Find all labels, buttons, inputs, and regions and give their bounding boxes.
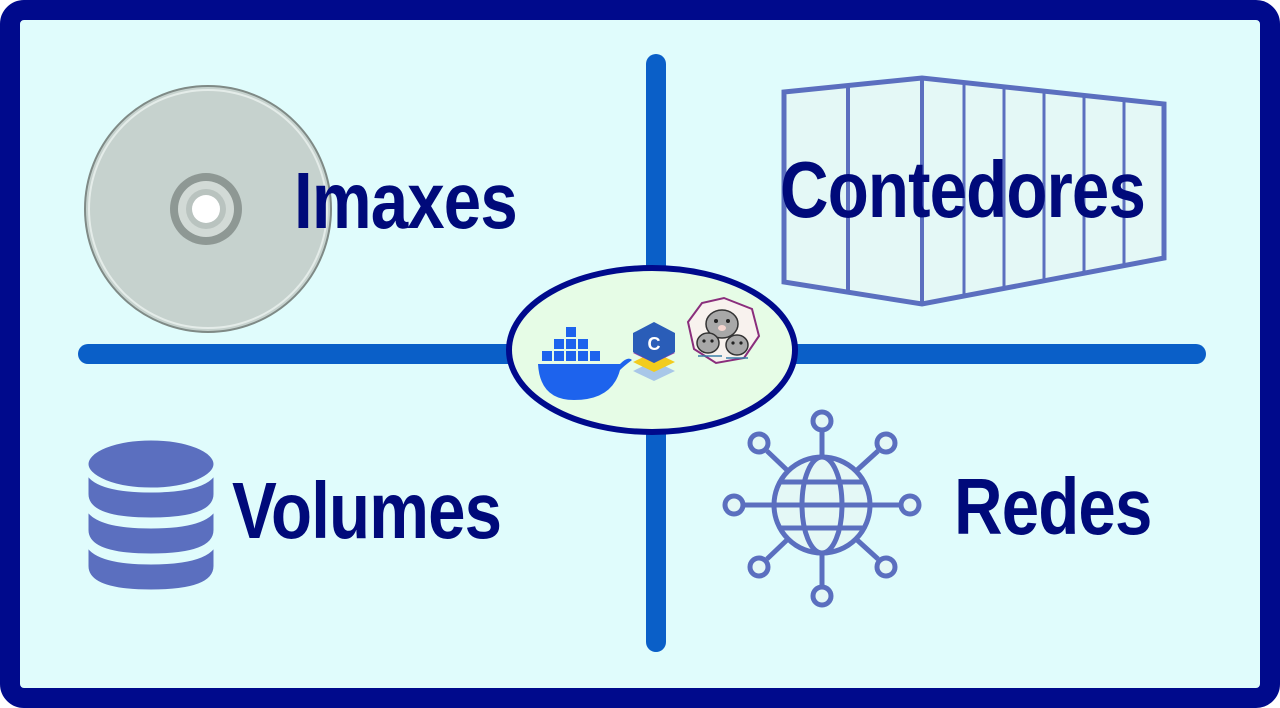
label-volumes: Volumes bbox=[232, 466, 502, 555]
docker-whale-logo bbox=[538, 327, 632, 400]
container-icon bbox=[781, 75, 1167, 307]
containerd-letter: C bbox=[648, 334, 661, 354]
podman-seals-logo bbox=[686, 296, 761, 365]
containerd-logo: C bbox=[633, 322, 675, 381]
label-networks: Redes bbox=[954, 462, 1152, 551]
disc-icon bbox=[84, 85, 332, 333]
label-containers: Contedores bbox=[780, 145, 1146, 234]
label-images: Imaxes bbox=[294, 156, 518, 245]
database-icon bbox=[83, 435, 219, 595]
network-globe-icon bbox=[722, 409, 922, 608]
